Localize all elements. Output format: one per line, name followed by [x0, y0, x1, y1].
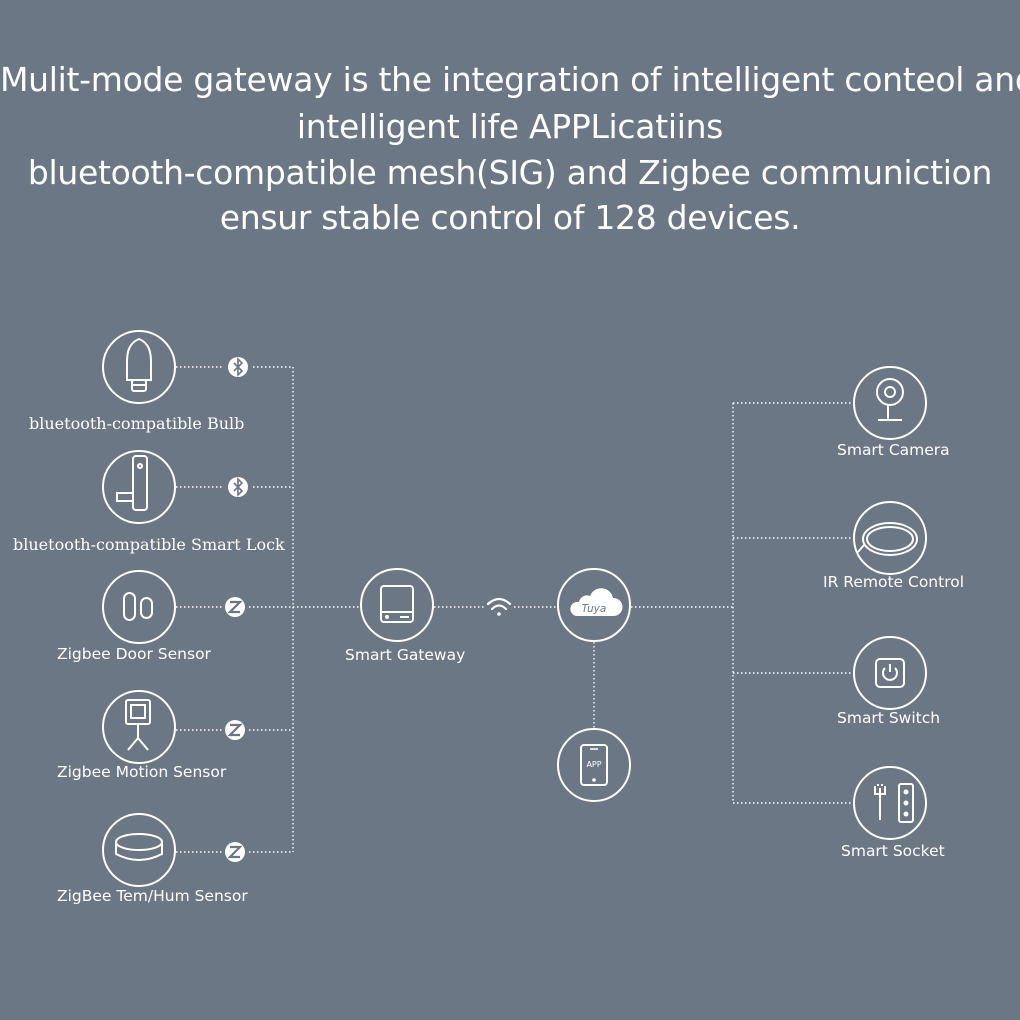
door-sensor-label: Zigbee Door Sensor [57, 645, 211, 663]
bluetooth-badge [228, 477, 248, 497]
smart-lock-icon [102, 450, 176, 524]
switch-icon [853, 636, 927, 710]
zigbee-badge [225, 720, 245, 740]
switch-label: Smart Switch [837, 709, 941, 727]
camera-icon [853, 366, 927, 440]
smart-lock-label: bluetooth-compatible Smart Lock [13, 535, 285, 554]
temp-humidity-sensor-label: ZigBee Tem/Hum Sensor [57, 887, 248, 905]
camera-label: Smart Camera [837, 441, 950, 459]
motion-sensor-label: Zigbee Motion Sensor [57, 763, 227, 781]
gateway-icon [360, 568, 434, 642]
tuya-label: Tuya [582, 603, 607, 615]
ir-remote-label: IR Remote Control [823, 573, 965, 591]
cloud-icon: Tuya [557, 568, 631, 642]
headline-line-1: Mulit-mode gateway is the integration of… [0, 60, 1020, 99]
bulb-label: bluetooth-compatible Bulb [29, 414, 245, 433]
temp-humidity-sensor-icon [102, 813, 176, 887]
socket-icon [853, 766, 927, 840]
zigbee-badge [225, 842, 245, 862]
door-sensor-icon [102, 570, 176, 644]
phone-app-icon: APP [557, 728, 631, 802]
socket-label: Smart Socket [841, 842, 945, 860]
headline-line-4: ensur stable control of 128 devices. [219, 198, 801, 237]
motion-sensor-icon [102, 690, 176, 764]
app-label: APP [586, 760, 601, 769]
headline-line-3: bluetooth-compatible mesh(SIG) and Zigbe… [27, 153, 993, 192]
connection-lines [176, 366, 854, 853]
bluetooth-badge [228, 357, 248, 377]
wifi-icon [486, 597, 512, 616]
gateway-label: Smart Gateway [345, 646, 466, 664]
ir-remote-icon [853, 501, 927, 575]
headline-line-2: intelligent life APPLicatiins [296, 107, 724, 146]
bulb-icon [102, 330, 176, 404]
zigbee-badge [225, 597, 245, 617]
